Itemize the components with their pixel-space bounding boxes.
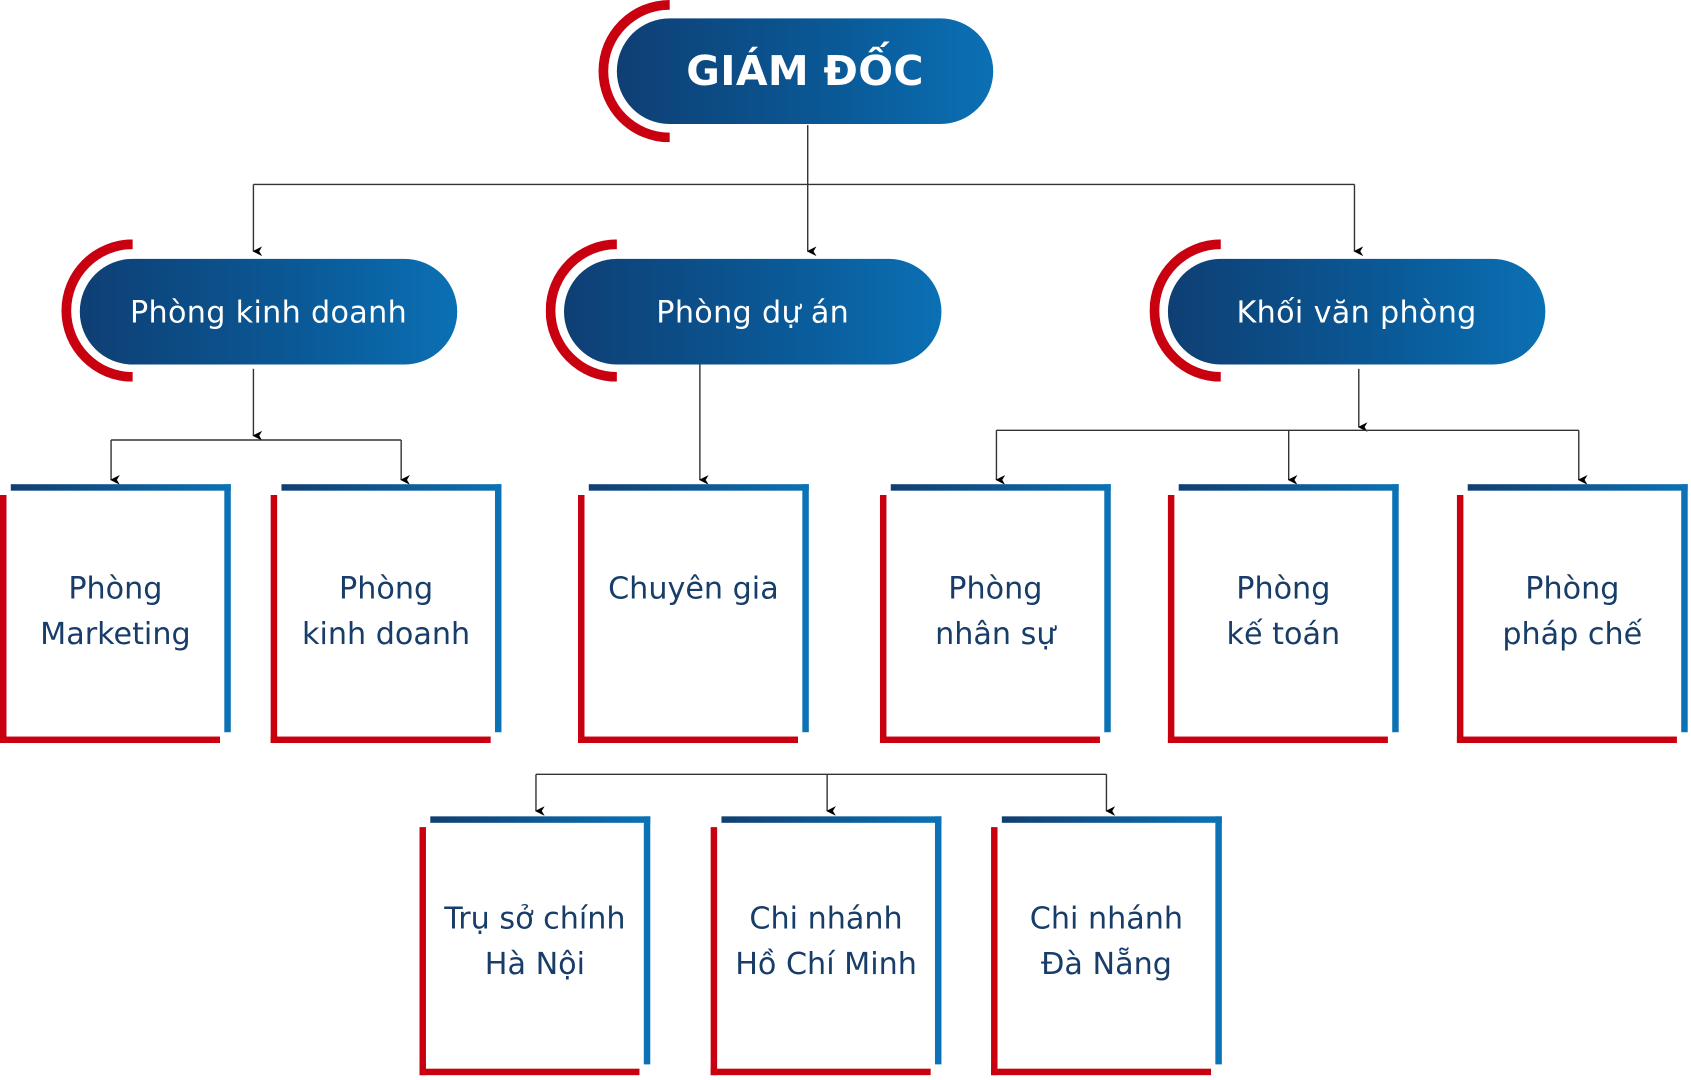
node-label: Phòng dự án <box>656 293 850 330</box>
node-label: Phòng kinh doanh <box>129 293 408 330</box>
connector-root <box>253 125 1355 186</box>
node-giam-doc[interactable]: GIÁM ĐỐC <box>616 18 994 125</box>
unit-label: Chuyên gia <box>608 570 779 607</box>
node-phong-du-an[interactable]: Phòng dự án <box>564 258 942 365</box>
node-label: GIÁM ĐỐC <box>686 47 924 95</box>
node-label: Khối văn phòng <box>1236 293 1477 330</box>
node-khoi-van-phong[interactable]: Khối văn phòng <box>1167 258 1546 365</box>
node-phong-kinh-doanh[interactable]: Phòng kinh doanh <box>79 258 458 365</box>
unit-box-chuyen-gia[interactable]: Chuyên gia <box>578 484 809 744</box>
